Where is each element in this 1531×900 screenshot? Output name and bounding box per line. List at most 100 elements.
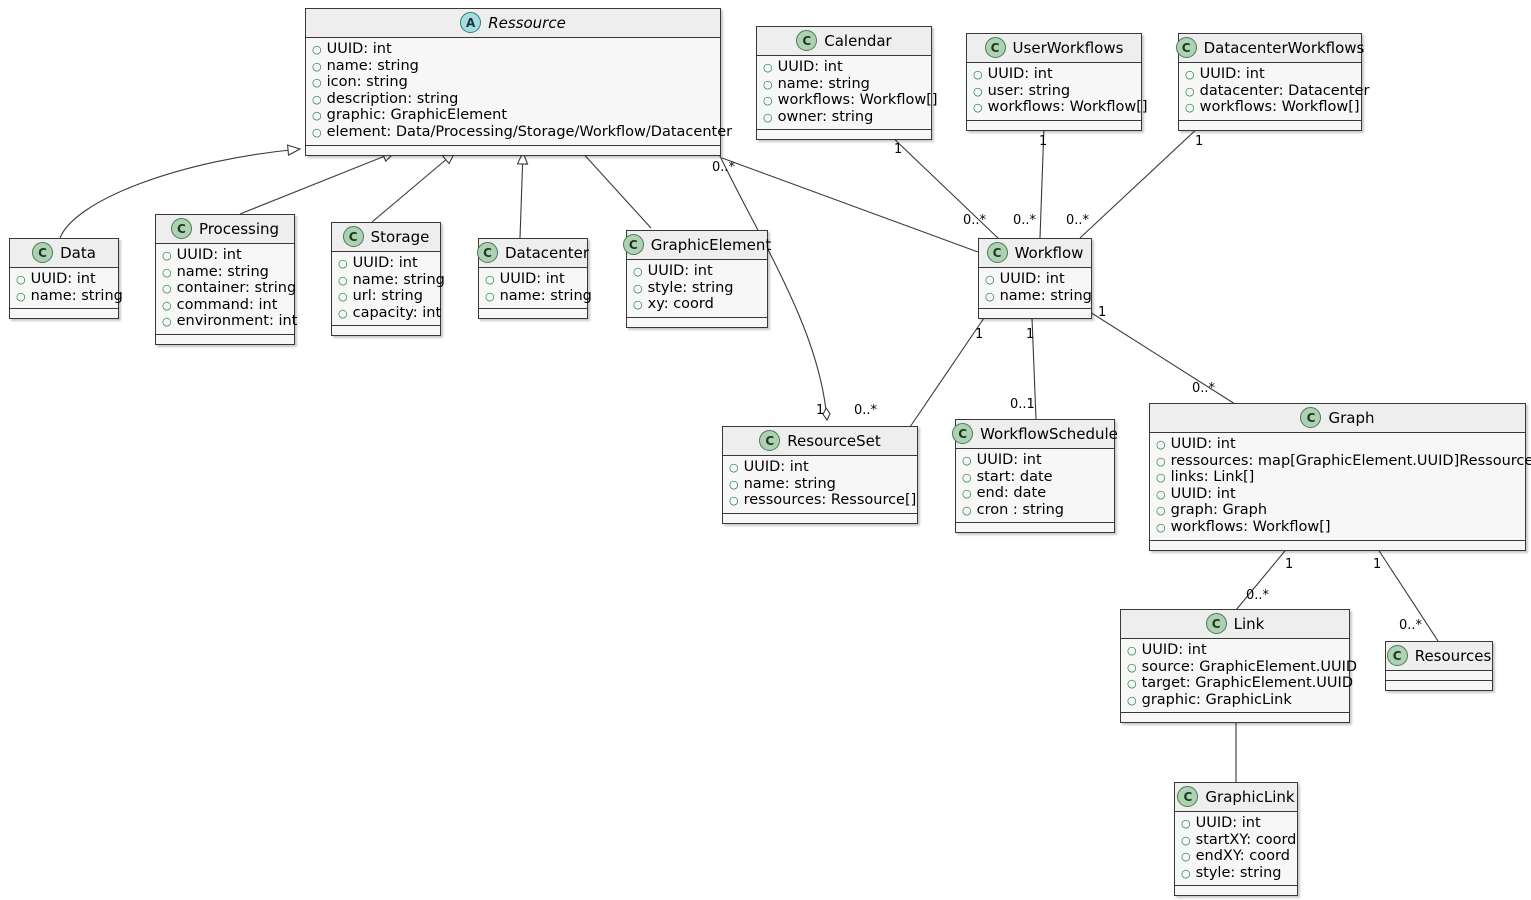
attribute-label: style: string [1195,864,1282,881]
attribute-row: ○UUID: int [985,271,1085,288]
class-attributes-processing: ○UUID: int○name: string○container: strin… [156,244,297,334]
attribute-row: ○UUID: int [763,59,925,76]
class-attributes-workflow: ○UUID: int○name: string [979,268,1092,309]
visibility-public-icon: ○ [312,125,322,139]
attribute-label: datacenter: Datacenter [1199,82,1370,99]
attribute-label: source: GraphicElement.UUID [1141,658,1358,675]
attribute-label: name: string [777,75,870,92]
attribute-label: name: string [743,475,836,492]
attribute-label: UUID: int [987,66,1053,82]
visibility-public-icon: ○ [312,76,322,90]
class-name-label: WorkflowSchedule [980,424,1118,443]
attribute-row: ○UUID: int [338,255,434,272]
visibility-public-icon: ○ [1181,833,1191,847]
attribute-label: UUID: int [176,247,242,263]
attribute-label: workflows: Workflow[] [1170,518,1331,535]
visibility-public-icon: ○ [1181,850,1191,864]
class-attributes-datacenterworkflows: ○UUID: int○datacenter: Datacenter○workfl… [1179,63,1369,120]
class-name-label: Workflow [1014,243,1084,262]
attribute-label: workflows: Workflow[] [777,92,938,109]
class-methods-link [1121,712,1349,723]
visibility-public-icon: ○ [485,273,495,286]
attribute-label: UUID: int [30,271,96,287]
visibility-public-icon: ○ [162,249,172,262]
multiplicity-label: 0..1 [1010,397,1035,412]
attribute-label: description: string [326,90,459,107]
attribute-row: ○name: string [985,288,1092,305]
visibility-public-icon: ○ [1156,520,1166,534]
class-icon: C [32,242,54,263]
attribute-label: UUID: int [999,271,1065,287]
attribute-label: UUID: int [499,271,565,287]
visibility-public-icon: ○ [1181,866,1191,880]
attribute-label: UUID: int [647,263,713,279]
class-methods-graphicelement [627,316,767,327]
multiplicity-label: 1 [1373,557,1382,572]
visibility-public-icon: ○ [729,494,739,508]
class-attributes-graph: ○UUID: int○ressources: map[GraphicElemen… [1150,433,1531,540]
class-name-label: Ressource [488,13,566,32]
attribute-label: name: string [326,57,419,74]
attribute-label: endXY: coord [1195,848,1290,865]
visibility-public-icon: ○ [962,454,972,467]
attribute-label: UUID: int [352,255,418,271]
attribute-row: ○owner: string [763,109,925,126]
attribute-label: name: string [352,271,445,288]
attribute-label: url: string [352,288,423,305]
class-methods-userworkflows [967,119,1141,130]
multiplicity-label: 1 [975,327,984,342]
attribute-row: ○ endXY: coord [1181,848,1291,865]
attribute-label: links: Link[] [1170,469,1255,486]
multiplicity-label: 1 [1098,305,1107,320]
attribute-row: ○ url: string [338,288,434,305]
class-methods-storage [332,325,440,336]
attribute-row: ○ workflows: Workflow[] [1156,519,1519,536]
multiplicity-label: 0..* [1192,381,1216,396]
class-methods-resourceset [723,512,917,523]
attribute-row: ○ressources: map[GraphicElement.UUID]Res… [1156,453,1531,470]
class-methods-resources [1386,680,1492,690]
visibility-public-icon: ○ [1156,438,1166,451]
attribute-row: ○end: date [962,485,1108,502]
attribute-row: ○icon: string [312,74,714,91]
attribute-label: UUID: int [1141,642,1207,658]
attribute-label: graph: Graph [1170,502,1268,519]
visibility-public-icon: ○ [1127,644,1137,657]
attribute-row: ○UUID: int [973,66,1135,83]
visibility-public-icon: ○ [633,265,643,278]
class-icon: C [759,430,781,451]
attribute-row: ○UUID: int [16,271,112,288]
class-methods-workflow [979,308,1091,319]
attribute-row: ○name: string [338,272,445,289]
attribute-label: name: string [499,287,592,304]
attribute-row: ○start: date [962,469,1108,486]
class-attributes-workflowschedule: ○UUID: int○start: date○end: date○cron : … [956,449,1114,523]
class-methods-processing [156,333,294,344]
class-attributes-empty [1386,671,1492,680]
attribute-row: ○UUID: int [729,459,911,476]
attribute-row: ○UUID: int [312,41,714,58]
visibility-public-icon: ○ [485,289,495,303]
visibility-public-icon: ○ [338,290,348,304]
multiplicity-label: 0..* [1399,618,1423,633]
visibility-public-icon: ○ [312,92,322,106]
